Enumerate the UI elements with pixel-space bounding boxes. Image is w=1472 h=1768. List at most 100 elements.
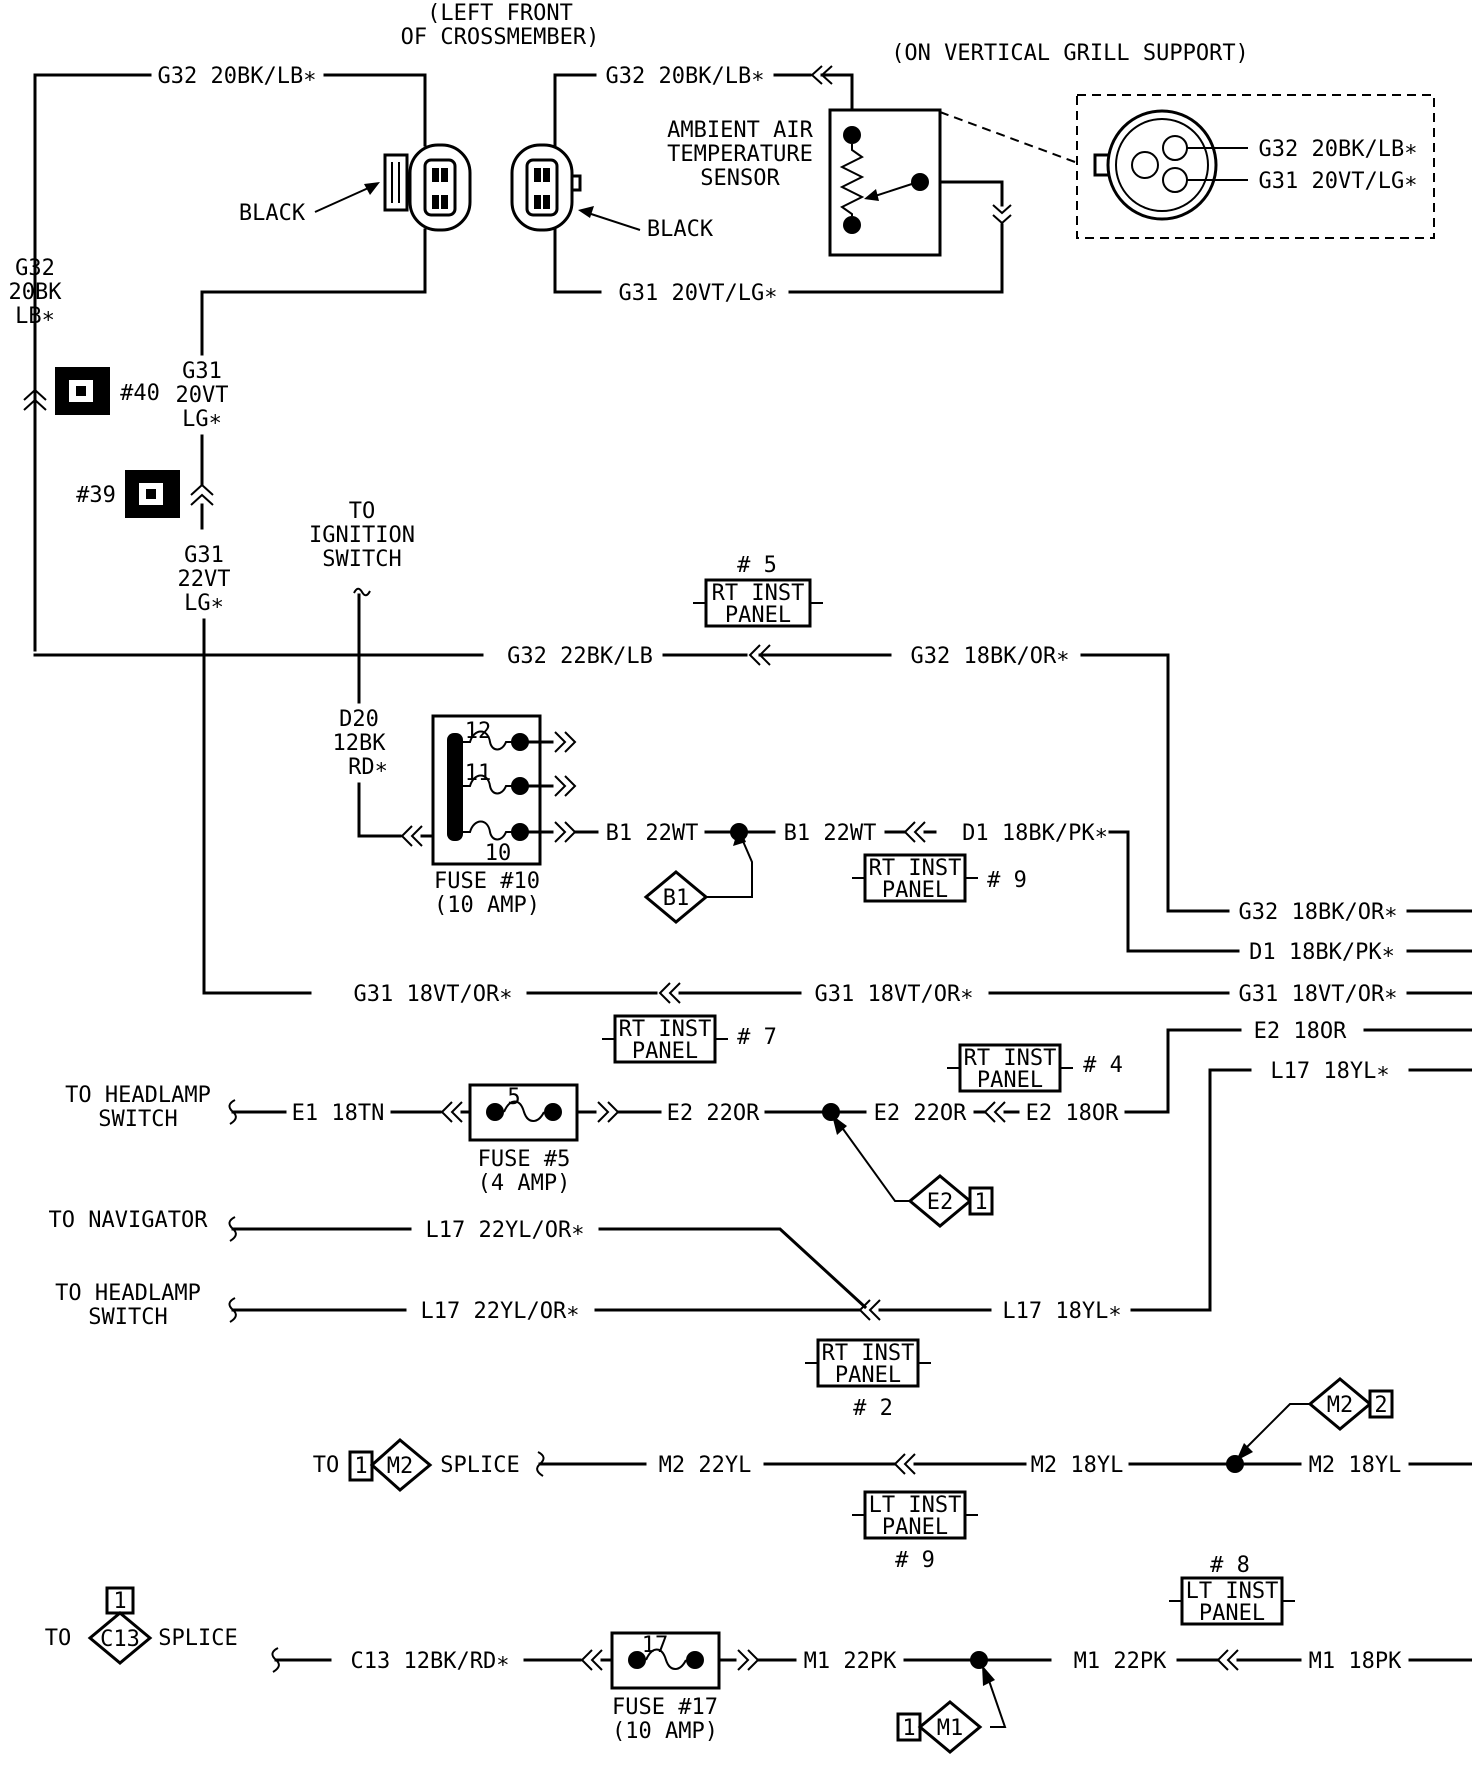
splice-b1-label: B1 <box>663 886 690 911</box>
fuse-17-label-2: (10 AMP) <box>612 1719 718 1744</box>
fuse-10-label-2: (10 AMP) <box>434 893 540 918</box>
fuse-17-number: 17 <box>642 1633 669 1658</box>
splice-e2-label: E2 <box>927 1190 954 1215</box>
wire-label-e2-18: E2 18OR <box>1026 1101 1119 1126</box>
wire-label-m1-22-b: M1 22PK <box>1074 1649 1167 1674</box>
conn-4-text1: RT INST <box>964 1046 1057 1071</box>
wire-label-c13: C13 12BK/RD∗ <box>351 1649 510 1674</box>
connector-lt-inst-panel-9 <box>852 1490 978 1540</box>
fuse-17-label-1: FUSE #17 <box>612 1695 718 1720</box>
splice-e2-dot <box>822 1103 840 1121</box>
wire-label-l17-18-right: L17 18YL∗ <box>1270 1059 1389 1084</box>
dest-headlamp-1-line2: SWITCH <box>98 1107 177 1132</box>
splice-e2-diamond <box>907 1174 994 1228</box>
dest-headlamp-2-line2: SWITCH <box>88 1305 167 1330</box>
conn-4-num: # 4 <box>1083 1053 1123 1078</box>
wire-label-d20-3: RD∗ <box>348 755 388 780</box>
ground-39-label: #39 <box>76 483 116 508</box>
fuse-5-number: 5 <box>507 1085 520 1110</box>
conn-9-text2: PANEL <box>882 878 948 903</box>
fuse-10-pin-10: 10 <box>485 841 512 866</box>
location-left-front-line2: OF CROSSMEMBER) <box>401 25 600 50</box>
lt-conn-8-text1: LT INST <box>1186 1579 1279 1604</box>
ignition-line1: TO <box>349 499 376 524</box>
conn-2-text1: RT INST <box>822 1341 915 1366</box>
ignition-line2: IGNITION <box>309 523 415 548</box>
sensor-label-line1: AMBIENT AIR <box>667 118 813 143</box>
wire-label-g31-18-c: G31 18VT/OR∗ <box>1239 982 1398 1007</box>
splice-m2-dot <box>1226 1455 1244 1473</box>
connector-rt-inst-panel-9 <box>852 853 978 903</box>
wire-label-g31-upper-3: LG∗ <box>182 407 222 432</box>
conn-5-num: # 5 <box>737 553 777 578</box>
fuse-5-block <box>468 1083 579 1142</box>
fuse-10-pin-11: 11 <box>465 761 492 786</box>
wire-label-l17-22-nav: L17 22YL/OR∗ <box>426 1218 585 1243</box>
conn-2-num: # 2 <box>853 1396 893 1421</box>
splice-e2-number: 1 <box>974 1190 987 1215</box>
sensor-label-line3: SENSOR <box>700 166 780 191</box>
splice-m1-diamond <box>896 1700 983 1754</box>
wire-label-e1: E1 18TN <box>292 1101 385 1126</box>
lt-conn-9-text1: LT INST <box>869 1493 962 1518</box>
ground-40-icon <box>55 367 110 415</box>
fuse-5-label-2: (4 AMP) <box>478 1171 571 1196</box>
wire-label-g32-18-a: G32 18BK/OR∗ <box>911 644 1070 669</box>
splice-m1-dot <box>970 1651 988 1669</box>
wire-label-g32-left-3: LB∗ <box>15 304 55 329</box>
wire-label-d20-1: D20 <box>339 707 379 732</box>
conn-7-num: # 7 <box>737 1025 777 1050</box>
wire-label-g31-lower-1: G31 <box>184 543 224 568</box>
wire-label-g31-lower-2: 22VT <box>178 567 231 592</box>
connector-rt-inst-panel-7 <box>602 1014 728 1064</box>
ignition-line3: SWITCH <box>322 547 401 572</box>
wire-label-d1-b: D1 18BK/PK∗ <box>1249 940 1395 965</box>
lt-conn-9-num: # 9 <box>895 1548 935 1573</box>
conn-9-text1: RT INST <box>869 856 962 881</box>
wire-label-l17-18: L17 18YL∗ <box>1002 1299 1121 1324</box>
wire-label-g31-upper-1: G31 <box>182 359 222 384</box>
splice-b1-diamond <box>643 870 709 924</box>
lt-conn-9-text2: PANEL <box>882 1515 948 1540</box>
dest-splice-2: SPLICE <box>158 1626 237 1651</box>
grill-connector-face <box>1093 109 1218 221</box>
connector-lt-inst-panel-8 <box>1169 1576 1295 1626</box>
ambient-air-temperature-sensor <box>828 108 942 257</box>
wire-label-g32-22: G32 22BK/LB <box>507 644 653 669</box>
conn-2-text2: PANEL <box>835 1363 901 1388</box>
ground-40-label: #40 <box>120 381 160 406</box>
wire-label-m1-18: M1 18PK <box>1309 1649 1402 1674</box>
conn-4-text2: PANEL <box>977 1068 1043 1093</box>
conn-7-text2: PANEL <box>632 1039 698 1064</box>
splice-m1-number: 1 <box>902 1716 915 1741</box>
splice-m2-ref <box>348 1438 433 1492</box>
grill-pin-2-label: G31 20VT/LG∗ <box>1259 169 1418 194</box>
dest-headlamp-1-line1: TO HEADLAMP <box>65 1083 211 1108</box>
wire-label-d1-a: D1 18BK/PK∗ <box>962 821 1108 846</box>
conn-7-text1: RT INST <box>619 1017 712 1042</box>
conn-5-text2: PANEL <box>725 603 791 628</box>
wire-label-g31-18-b: G31 18VT/OR∗ <box>815 982 974 1007</box>
lt-conn-8-text2: PANEL <box>1199 1601 1265 1626</box>
wire-label-g32-left-1: G32 <box>15 256 55 281</box>
wire-g32-top-left <box>33 73 152 652</box>
lt-conn-8-num: # 8 <box>1210 1553 1250 1578</box>
wire-label-m2-18-b: M2 18YL <box>1309 1453 1402 1478</box>
conn-9-num: # 9 <box>987 868 1027 893</box>
wire-label-g32-left-2: 20BK <box>9 280 63 305</box>
splice-m2-ref-label: M2 <box>387 1454 414 1479</box>
splice-m2-ref-number: 1 <box>354 1454 367 1479</box>
wire-label-d20-2: 12BK <box>333 731 387 756</box>
dest-navigator: TO NAVIGATOR <box>49 1208 209 1233</box>
conn-5-text1: RT INST <box>712 581 805 606</box>
fuse-10-label-1: FUSE #10 <box>434 869 540 894</box>
wire-label-g31-18-a: G31 18VT/OR∗ <box>354 982 513 1007</box>
splice-c13 <box>87 1586 153 1665</box>
wire-label-e2-22-a: E2 22OR <box>667 1101 760 1126</box>
wire-label-g32-top-left: G32 20BK/LB∗ <box>158 64 317 89</box>
sensor-label-line2: TEMPERATURE <box>667 142 813 167</box>
fuse-10-block <box>431 714 542 866</box>
connector-right-black <box>510 143 582 232</box>
location-left-front-line1: (LEFT FRONT <box>427 1 573 26</box>
